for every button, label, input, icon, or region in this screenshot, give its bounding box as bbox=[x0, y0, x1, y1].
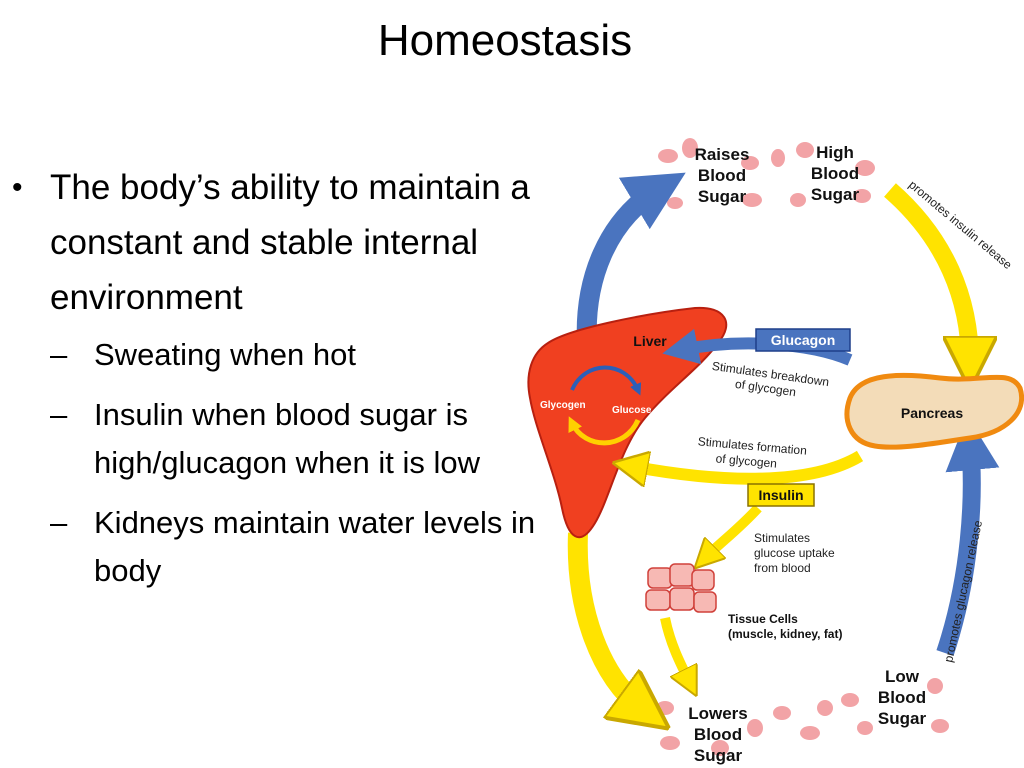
insulin-arrow bbox=[630, 456, 864, 479]
glucose-to-glycogen-arrow bbox=[568, 416, 641, 446]
glucose-regulation-diagram: Raises Blood Sugar High Blood Sugar Low … bbox=[527, 138, 1024, 765]
raises-line-3: Sugar bbox=[698, 187, 747, 206]
pancreas-organ bbox=[844, 372, 1024, 450]
high-line-3: Sugar bbox=[811, 185, 860, 204]
yellow-arrow-liver-to-lowers bbox=[567, 532, 645, 711]
stimulates-uptake-label: Stimulates glucose uptake from blood bbox=[754, 531, 835, 575]
tissue-line-1: Tissue Cells bbox=[728, 612, 798, 626]
raises-blood-sugar-label: Raises Blood Sugar bbox=[695, 145, 750, 206]
high-line-1: High bbox=[816, 143, 854, 162]
blue-arrow-low-to-pancreas bbox=[936, 416, 1000, 656]
slide-title: Homeostasis bbox=[377, 16, 633, 65]
sub-bullet-marker: – bbox=[50, 505, 68, 540]
sub-bullet-kidneys: – Kidneys maintain water levels in body bbox=[50, 499, 572, 595]
sub-bullet-marker: – bbox=[50, 397, 68, 432]
stimulates-formation-label: Stimulates formation of glycogen bbox=[697, 434, 807, 470]
insulin-label: Insulin bbox=[758, 487, 803, 503]
low-line-2: Blood bbox=[878, 688, 926, 707]
tissue-cells-label: Tissue Cells (muscle, kidney, fat) bbox=[728, 612, 842, 641]
uptake-line-3: from blood bbox=[754, 561, 811, 575]
low-line-3: Sugar bbox=[878, 709, 927, 728]
insulin-box bbox=[747, 483, 815, 507]
raises-line-1: Raises bbox=[695, 145, 750, 164]
sub-bullet-text: Sweating when hot bbox=[94, 337, 356, 372]
stimulates-breakdown-label: Stimulates breakdown of glycogen bbox=[711, 359, 830, 399]
glucose-label: Glucose bbox=[612, 405, 652, 416]
insulin-to-tissue-arrow bbox=[705, 504, 762, 558]
uptake-line-1: Stimulates bbox=[754, 531, 810, 545]
glycogen-to-glucose-arrow bbox=[570, 365, 642, 396]
bullet-marker: • bbox=[12, 171, 23, 204]
glycogen-label: Glycogen bbox=[540, 400, 586, 411]
glucagon-box bbox=[755, 328, 851, 352]
tissue-line-2: (muscle, kidney, fat) bbox=[728, 627, 842, 641]
liver-label: Liver bbox=[633, 333, 667, 349]
sub-bullet-sweating: – Sweating when hot bbox=[50, 331, 572, 379]
lowers-line-2: Blood bbox=[694, 725, 742, 744]
glucagon-label: Glucagon bbox=[771, 332, 836, 348]
sub-bullet-text: Kidneys maintain water levels in body bbox=[94, 505, 536, 588]
sub-bullet-text: Insulin when blood sugar is high/glucago… bbox=[94, 397, 481, 480]
bullet-text: The body’s ability to maintain a constan… bbox=[50, 168, 530, 317]
low-line-1: Low bbox=[885, 667, 920, 686]
low-blood-sugar-label: Low Blood Sugar bbox=[878, 667, 927, 728]
lowers-blood-sugar-label: Lowers Blood Sugar bbox=[688, 704, 748, 765]
formation-line-2: of glycogen bbox=[715, 451, 777, 470]
yellow-arrow-high-to-pancreas bbox=[884, 183, 970, 363]
uptake-line-2: glucose uptake bbox=[754, 546, 835, 560]
raises-line-2: Blood bbox=[698, 166, 746, 185]
sub-bullet-marker: – bbox=[50, 337, 68, 372]
high-line-2: Blood bbox=[811, 164, 859, 183]
sub-bullet-list: – Sweating when hot – Insulin when blood… bbox=[50, 331, 572, 595]
high-blood-sugar-label: High Blood Sugar bbox=[811, 143, 860, 204]
blood-cells-top bbox=[658, 138, 875, 209]
pancreas-label: Pancreas bbox=[901, 405, 963, 421]
lowers-line-1: Lowers bbox=[688, 704, 748, 723]
sub-bullet-insulin: – Insulin when blood sugar is high/gluca… bbox=[50, 391, 572, 487]
bullet-list: • The body’s ability to maintain a const… bbox=[12, 160, 572, 607]
bullet-item: • The body’s ability to maintain a const… bbox=[12, 160, 572, 595]
tissue-to-lowers-arrow bbox=[660, 616, 690, 683]
lowers-line-3: Sugar bbox=[694, 746, 743, 765]
tissue-cells-graphic bbox=[645, 563, 717, 613]
